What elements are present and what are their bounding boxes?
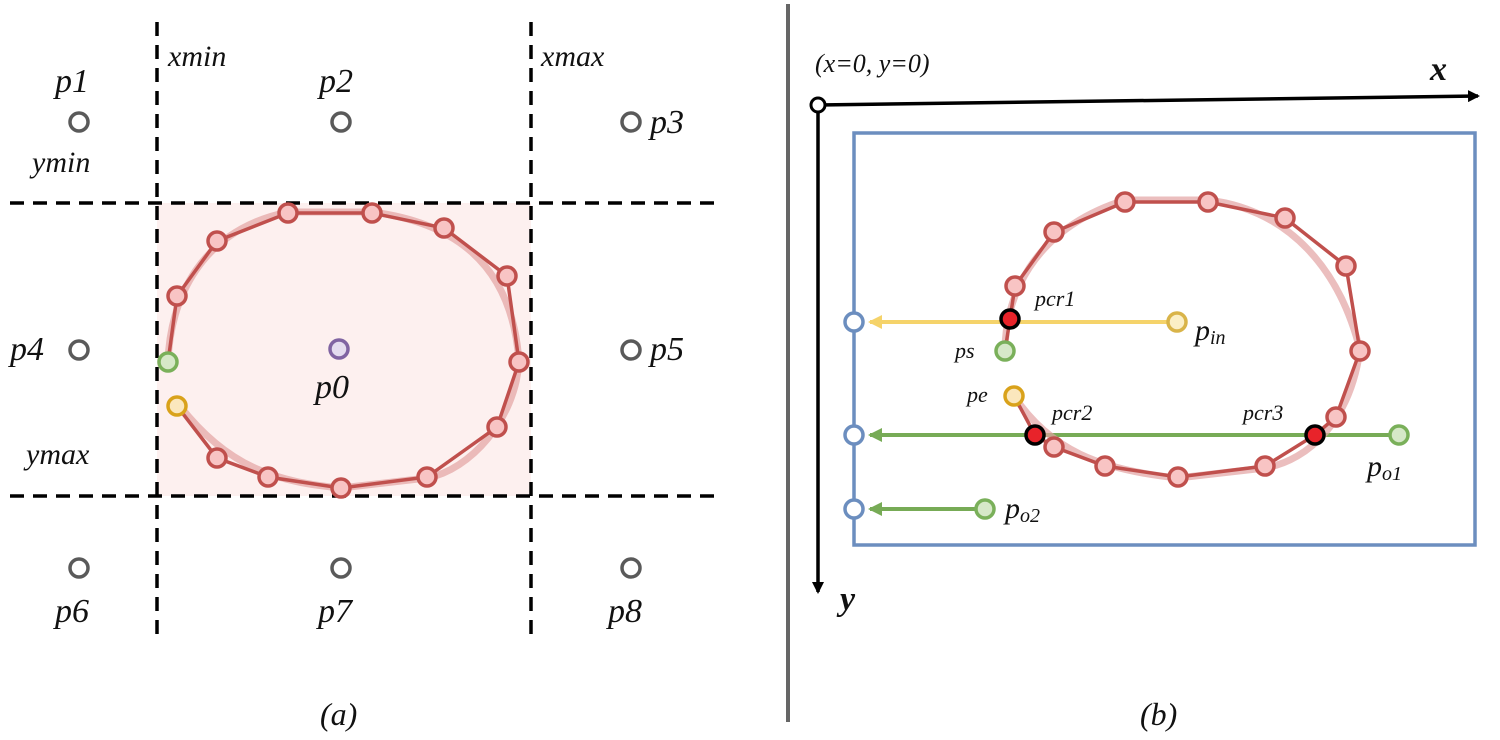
x-axis-label: x [1429, 51, 1447, 88]
xmax-label: xmax [540, 40, 605, 73]
point-p5 [620, 339, 642, 361]
label-pcr2: pcr2 [1050, 400, 1092, 425]
vertex [1325, 406, 1347, 428]
boundary-lines [10, 22, 720, 640]
vertex [1043, 436, 1065, 458]
frame-hit-points [843, 311, 865, 520]
start-vertex-ps [994, 340, 1016, 362]
label-po2-sub: o2 [1020, 505, 1040, 527]
vertex [257, 466, 279, 488]
label-p7: p7 [316, 593, 354, 630]
caption-a: (a) [320, 696, 357, 732]
point-p4 [68, 339, 90, 361]
label-p1: p1 [53, 63, 89, 100]
ymax-label: ymax [23, 438, 90, 471]
vertex [330, 477, 352, 499]
vertex [1004, 275, 1026, 297]
end-vertex-pe [1003, 385, 1025, 407]
point-p3 [620, 111, 642, 133]
vertex [433, 217, 455, 239]
test-points [68, 111, 642, 579]
label-p6: p6 [53, 593, 89, 630]
crossing-pcr1 [999, 308, 1021, 330]
vertex [1197, 191, 1219, 213]
label-p0: p0 [313, 369, 349, 406]
label-p2: p2 [317, 63, 353, 100]
crossing-points [999, 308, 1326, 446]
crossing-pcr3 [1304, 424, 1326, 446]
label-pin-sub: in [1210, 327, 1226, 349]
polygon-vertices [166, 202, 530, 499]
vertex [508, 351, 530, 373]
vertex [1094, 455, 1116, 477]
crossing-pcr2 [1024, 424, 1046, 446]
vertex [277, 202, 299, 224]
origin-label: (x=0, y=0) [815, 49, 930, 78]
label-pcr3: pcr3 [1241, 400, 1283, 425]
point-p1 [68, 111, 90, 133]
vertex [166, 285, 188, 307]
label-pin: pin [1193, 314, 1226, 349]
vertex [1349, 340, 1371, 362]
hit-point [843, 424, 865, 446]
vertex [1335, 255, 1357, 277]
point-p6 [68, 557, 90, 579]
xmin-label: xmin [167, 40, 226, 73]
label-po2: po2 [1003, 492, 1040, 527]
label-p8: p8 [606, 593, 642, 630]
point-pin [1166, 311, 1188, 333]
vertex [1254, 455, 1276, 477]
label-po1-sub: o1 [1382, 463, 1402, 485]
label-p4: p4 [8, 331, 44, 368]
point-po1 [1388, 424, 1410, 446]
hit-point [843, 498, 865, 520]
y-axis-label: y [836, 581, 856, 618]
vertex [1114, 191, 1136, 213]
vertex [361, 202, 383, 224]
vertex [1274, 207, 1296, 229]
label-po1: po1 [1365, 450, 1402, 485]
ymin-label: ymin [29, 146, 90, 179]
vertex [1043, 221, 1065, 243]
vertex [486, 416, 508, 438]
vertex [206, 230, 228, 252]
panel-a: xmin xmax ymin ymax p1 p2 p3 p4 p5 p0 p6… [8, 22, 720, 732]
hit-point [843, 311, 865, 333]
label-pin-main: p [1193, 314, 1210, 347]
shape-polygon [166, 211, 521, 490]
label-po1-main: p [1365, 450, 1382, 483]
point-p8 [620, 557, 642, 579]
vertex [416, 466, 438, 488]
vertex [1167, 466, 1189, 488]
vertex [206, 447, 228, 469]
label-pcr1: pcr1 [1033, 286, 1075, 311]
point-po2 [974, 498, 996, 520]
point-p2 [330, 111, 352, 133]
x-axis [817, 90, 1480, 107]
polygon-vertices-b [1004, 191, 1371, 488]
start-vertex [157, 351, 179, 373]
point-p7 [330, 557, 352, 579]
caption-b: (b) [1140, 696, 1177, 732]
panel-b: (x=0, y=0) x y [809, 49, 1480, 732]
label-ps: ps [953, 338, 975, 363]
end-vertex [166, 395, 188, 417]
label-p5: p5 [648, 331, 684, 368]
label-p3: p3 [648, 104, 684, 141]
point-p0 [328, 338, 350, 360]
label-pe: pe [965, 382, 988, 407]
origin-point [809, 96, 827, 114]
image-frame [852, 131, 1477, 547]
vertex [496, 265, 518, 287]
label-po2-main: p [1003, 492, 1020, 525]
